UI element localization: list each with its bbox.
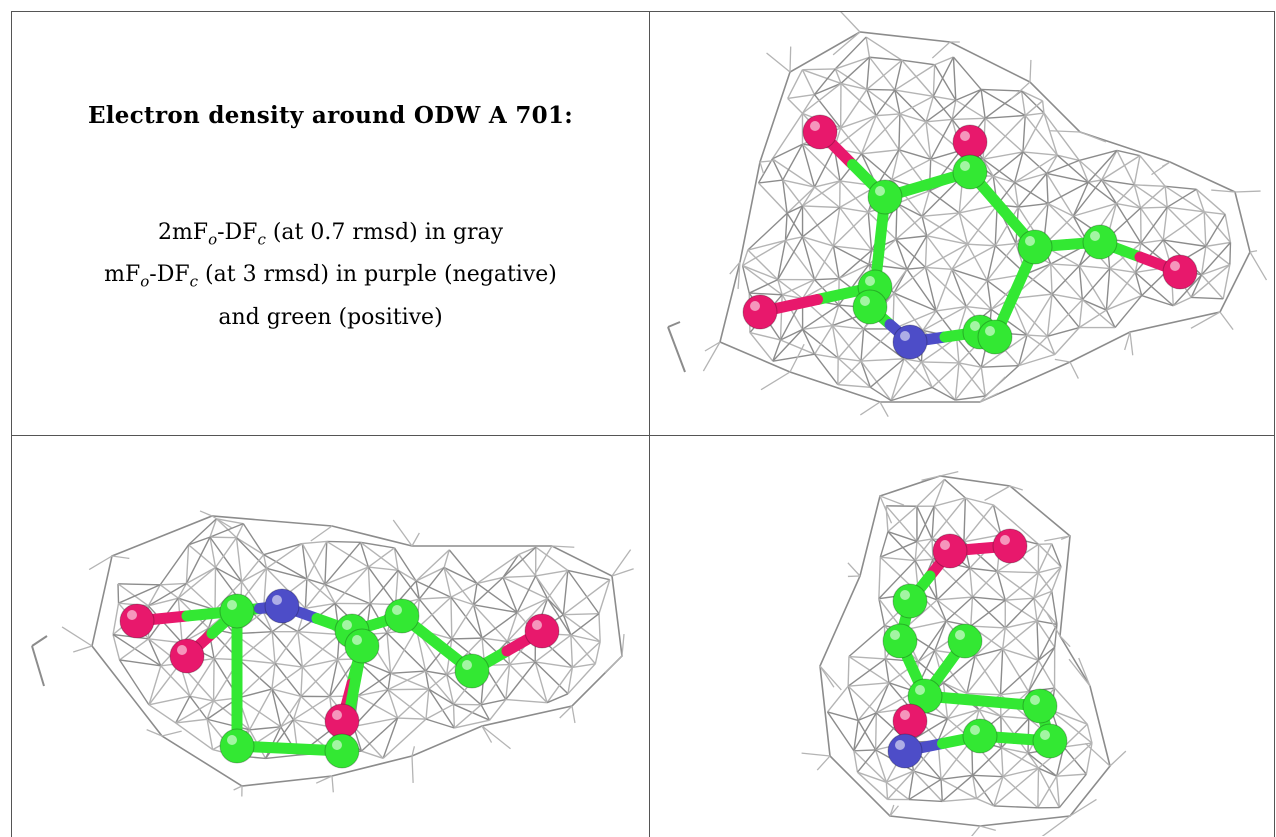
atom-O <box>802 114 838 150</box>
density-view-bottom-right <box>801 470 1127 836</box>
atom-highlight <box>1170 261 1180 271</box>
atom-highlight <box>895 740 905 750</box>
atom-highlight <box>955 630 965 640</box>
legend-text: (at 0.7 rmsd) in gray <box>265 220 504 245</box>
legend-text: mF <box>104 262 141 288</box>
vertical-divider <box>649 11 650 837</box>
atom-O <box>992 528 1028 564</box>
atom-highlight <box>940 540 950 550</box>
atom-highlight <box>332 740 342 750</box>
density-mesh <box>702 12 1268 417</box>
legend-sub: c <box>189 272 199 291</box>
atom-highlight <box>532 620 542 630</box>
atom-C <box>952 154 988 190</box>
atom-highlight <box>875 186 885 196</box>
ligand-model <box>742 114 1198 360</box>
atom-C <box>867 179 903 215</box>
atom-highlight <box>960 131 970 141</box>
atom-N <box>887 733 923 769</box>
atom-C <box>344 628 380 664</box>
legend-line-green: and green (positive) <box>218 304 443 330</box>
atom-highlight <box>865 276 875 286</box>
atom-highlight <box>985 326 995 336</box>
atom-highlight <box>1040 730 1050 740</box>
legend-text: -DF <box>217 220 258 245</box>
atom-highlight <box>1090 231 1100 241</box>
legend-text: 2mF <box>157 220 209 245</box>
stray-mesh-fragment <box>667 321 686 373</box>
atom-C <box>1082 224 1118 260</box>
atom-highlight <box>900 590 910 600</box>
legend-line-gray: 2mFo-DFc (at 0.7 rmsd) in gray <box>12 215 649 257</box>
stray-mesh-fragment <box>31 635 48 687</box>
atom-C <box>219 593 255 629</box>
density-mesh <box>61 510 634 797</box>
atom-highlight <box>462 660 472 670</box>
atom-O <box>324 703 360 739</box>
ligand-model <box>119 588 560 769</box>
atom-C <box>454 653 490 689</box>
atom-C <box>384 598 420 634</box>
caption-legend: 2mFo-DFc (at 0.7 rmsd) in gray mFo-DFc (… <box>12 215 649 336</box>
atom-O <box>952 124 988 160</box>
horizontal-divider <box>11 435 1275 436</box>
atom-highlight <box>900 331 910 341</box>
atom-C <box>219 728 255 764</box>
atom-C <box>1017 229 1053 265</box>
atom-C <box>324 733 360 769</box>
atom-O <box>169 638 205 674</box>
atom-highlight <box>127 610 137 620</box>
density-view-bottom-left <box>31 510 634 797</box>
atom-O <box>742 294 778 330</box>
atom-N <box>892 324 928 360</box>
atom-C <box>852 289 888 325</box>
legend-sub: o <box>208 230 218 249</box>
atom-highlight <box>227 600 237 610</box>
atom-highlight <box>750 301 760 311</box>
atom-C <box>962 718 998 754</box>
atom-highlight <box>970 321 980 331</box>
atom-C <box>1022 688 1058 724</box>
caption-cell: Electron density around ODW A 701: 2mFo-… <box>12 12 649 435</box>
atom-C <box>947 623 983 659</box>
atom-highlight <box>890 630 900 640</box>
atom-C <box>977 319 1013 355</box>
atom-O <box>119 603 155 639</box>
atom-highlight <box>1030 695 1040 705</box>
atom-N <box>264 588 300 624</box>
atom-O <box>932 533 968 569</box>
atom-O <box>892 703 928 739</box>
atom-C <box>1032 723 1068 759</box>
legend-sub: c <box>257 230 266 249</box>
density-view-top-right <box>667 12 1268 417</box>
atom-highlight <box>352 635 362 645</box>
caption-title: Electron density around ODW A 701: <box>87 102 574 129</box>
atom-highlight <box>332 710 342 720</box>
atom-highlight <box>342 620 352 630</box>
atom-highlight <box>1000 535 1010 545</box>
legend-line-purple: mFo-DFc (at 3 rmsd) in purple (negative) <box>12 257 649 299</box>
legend-text: -DF <box>149 262 190 288</box>
atom-highlight <box>392 605 402 615</box>
atom-C <box>892 583 928 619</box>
atom-highlight <box>915 685 925 695</box>
atom-O <box>524 613 560 649</box>
figure-grid <box>11 11 1275 837</box>
atom-highlight <box>177 645 187 655</box>
atom-highlight <box>970 725 980 735</box>
atom-O <box>1162 254 1198 290</box>
atom-highlight <box>860 296 870 306</box>
atom-highlight <box>272 595 282 605</box>
atom-highlight <box>1025 236 1035 246</box>
atom-C <box>882 623 918 659</box>
ligand-model <box>882 528 1068 769</box>
legend-sub: o <box>140 272 150 291</box>
atom-highlight <box>227 735 237 745</box>
atom-highlight <box>960 161 970 171</box>
atom-highlight <box>810 121 820 131</box>
legend-text: (at 3 rmsd) in purple (negative) <box>198 262 557 288</box>
atom-highlight <box>900 710 910 720</box>
